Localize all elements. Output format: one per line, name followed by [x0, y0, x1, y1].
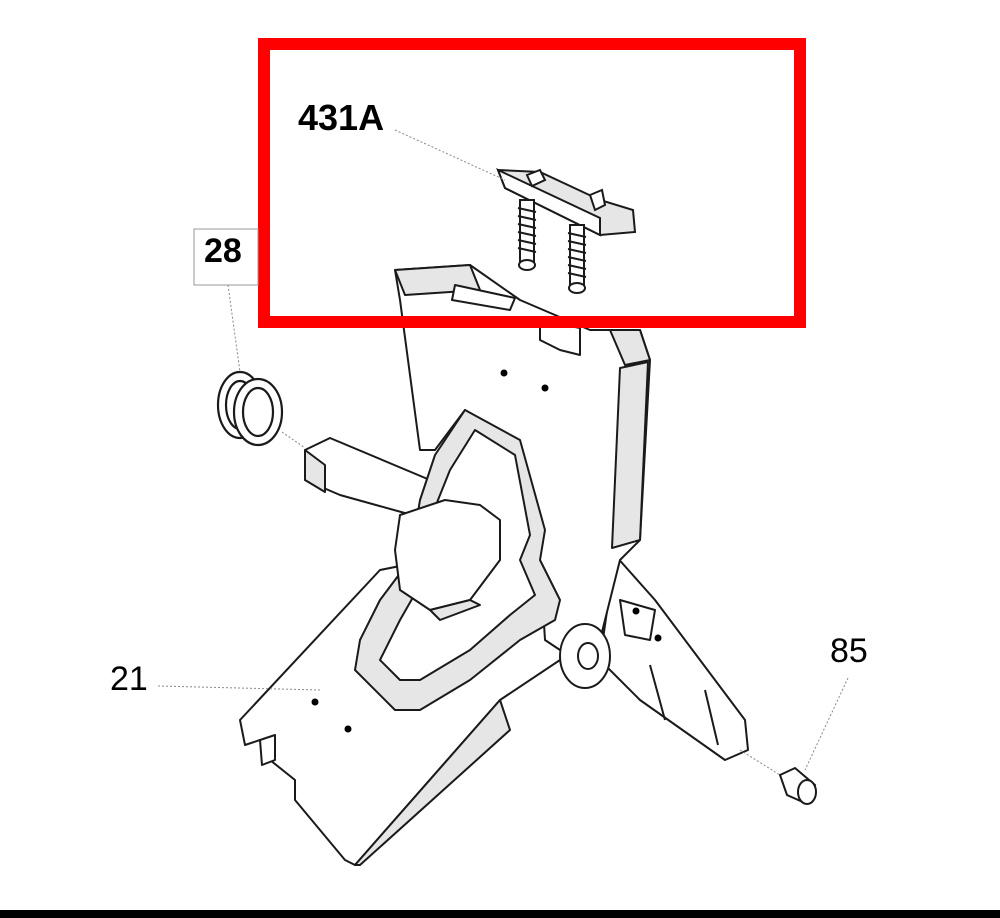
- callout-box-28: [193, 228, 259, 286]
- callout-431a: 431A: [298, 97, 384, 138]
- leader-lines: [157, 129, 849, 776]
- grommet-ring: [216, 370, 284, 447]
- callout-label-28: 28: [204, 232, 242, 270]
- top-clip-with-springs: [496, 168, 637, 294]
- leader-28: [227, 284, 241, 373]
- page-border-bottom: [0, 910, 1000, 918]
- leader-85: [804, 677, 849, 771]
- callout-21: 21: [110, 660, 148, 698]
- callout-85: 85: [830, 632, 868, 670]
- leader-431a: [394, 129, 506, 181]
- main-frame-bracket: [239, 264, 749, 866]
- highlight-box: [258, 38, 806, 328]
- leader-21: [157, 685, 321, 691]
- axis-pin: [739, 749, 781, 776]
- callout-label-85: 85: [830, 632, 868, 670]
- pin: [778, 766, 817, 805]
- callout-label-21: 21: [110, 660, 148, 698]
- axis-grommet: [281, 431, 306, 449]
- callout-label-431a: 431A: [298, 97, 384, 138]
- callout-28: 28: [193, 228, 259, 286]
